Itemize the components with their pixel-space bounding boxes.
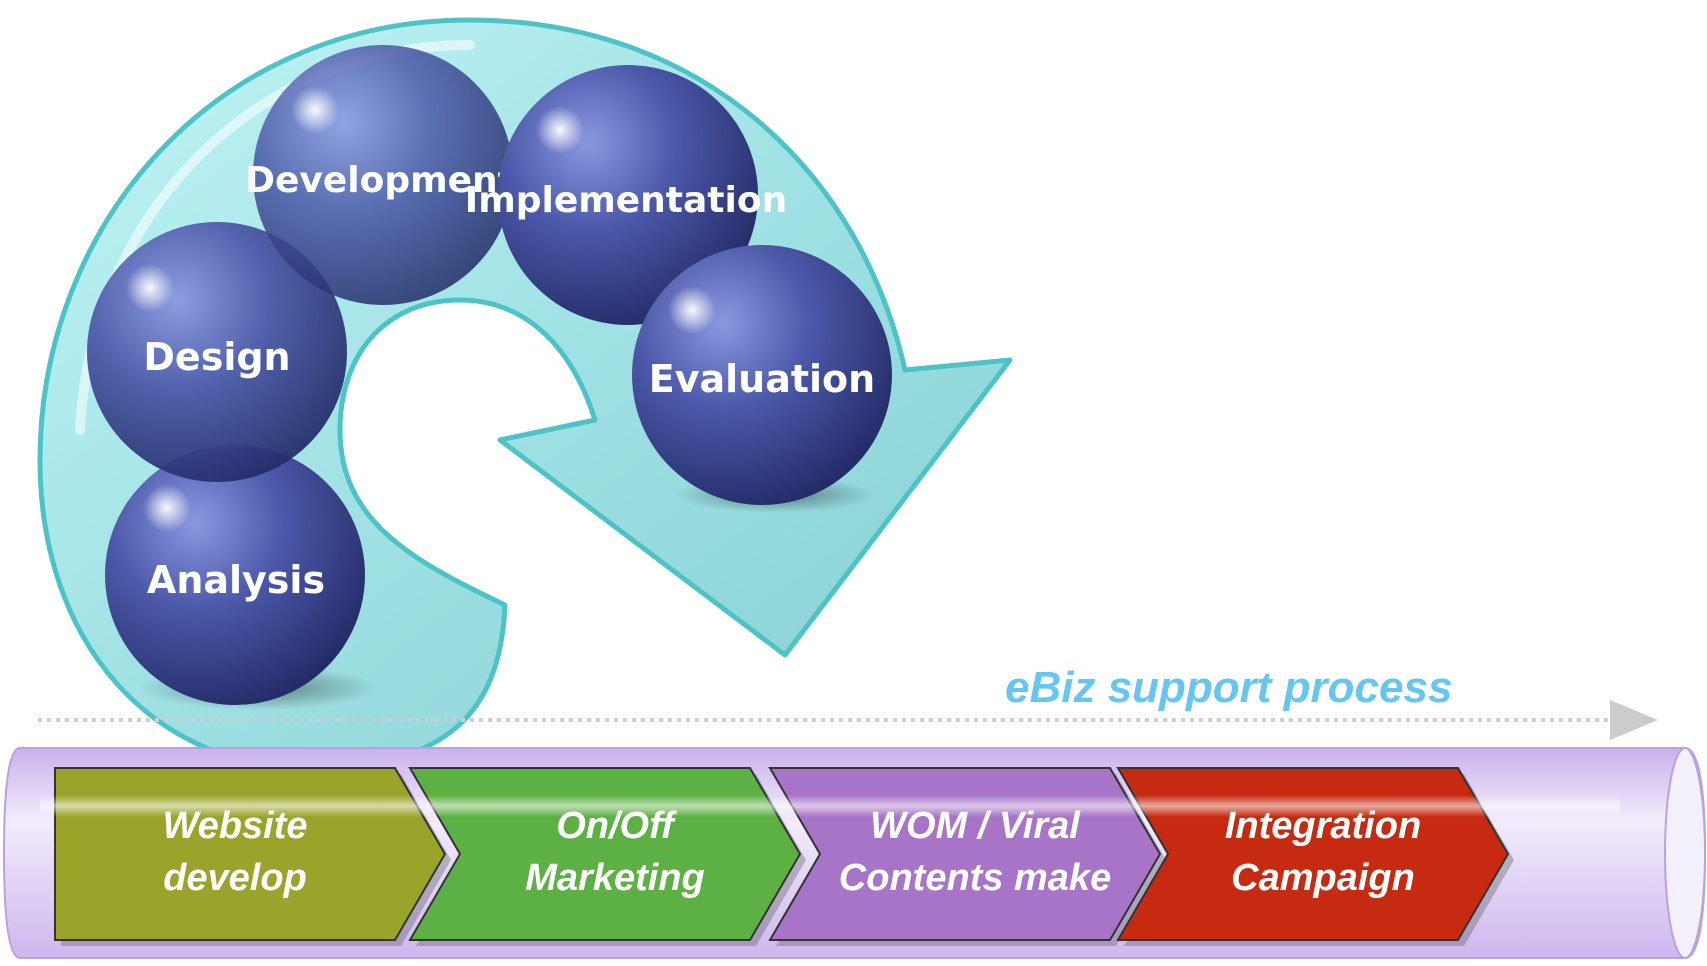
- sphere-label-design: Design: [143, 335, 290, 379]
- sphere-analysis: Analysis: [105, 445, 378, 710]
- stage-chevron: [1116, 767, 1510, 941]
- sphere-design: Design: [87, 222, 347, 482]
- sphere-label-evaluation: Evaluation: [649, 357, 875, 401]
- sphere-development: Development: [245, 45, 515, 305]
- stage-chevron: [768, 767, 1162, 941]
- sphere-label-implementation: Implementation: [465, 180, 787, 221]
- stage-chevron: [54, 767, 447, 941]
- sphere-evaluation: Evaluation: [632, 245, 892, 513]
- stage-label-line2: Contents make: [839, 857, 1111, 899]
- stage-label-line2: Campaign: [1231, 857, 1415, 899]
- process-title: eBiz support process: [1005, 663, 1452, 712]
- sphere-label-analysis: Analysis: [147, 558, 325, 602]
- sphere-label-development: Development: [245, 160, 515, 201]
- sphere-implementation: Implementation: [465, 65, 787, 325]
- stage-label-line2: Marketing: [525, 857, 704, 899]
- stage-chevron: [408, 767, 802, 941]
- stage-label-line2: develop: [163, 857, 307, 899]
- pipe-shine: [40, 795, 1620, 817]
- cycle-spheres: Analysis Design Development Implementati…: [87, 45, 892, 710]
